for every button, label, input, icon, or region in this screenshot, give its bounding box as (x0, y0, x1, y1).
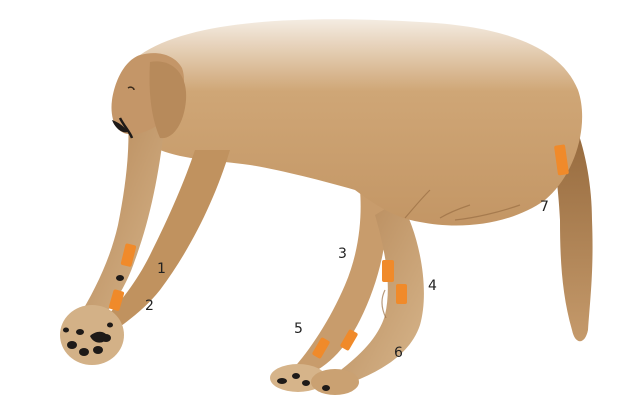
marker-4 (396, 284, 407, 304)
label-1: 1 (157, 261, 166, 277)
label-6: 6 (394, 345, 403, 361)
marker-3 (382, 260, 394, 282)
label-7: 7 (540, 199, 549, 215)
label-5: 5 (294, 321, 303, 337)
label-4: 4 (428, 278, 437, 294)
label-3: 3 (338, 246, 347, 262)
label-2: 2 (145, 298, 154, 314)
hind-paw-right (311, 369, 359, 395)
